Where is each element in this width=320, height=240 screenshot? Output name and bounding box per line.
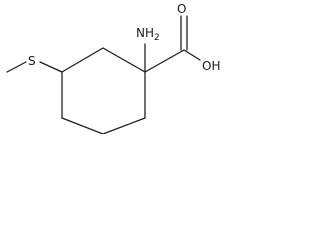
carbonyl-oxygen-label: O bbox=[177, 2, 186, 16]
bond-c5-c4 bbox=[61, 117, 104, 134]
bond-c3-c2 bbox=[61, 47, 104, 73]
bond-c1-ccooh bbox=[144, 49, 185, 73]
amino-label: NH2 bbox=[136, 26, 160, 43]
molecule-structure: S NH2 O OH bbox=[6, 2, 220, 134]
hydroxyl-label: OH bbox=[202, 59, 220, 73]
bond-s-c3 bbox=[39, 61, 63, 73]
bond-methyl-s bbox=[6, 61, 27, 73]
bond-c6-c5 bbox=[102, 117, 146, 134]
bonds bbox=[6, 15, 201, 134]
bond-c-oh bbox=[183, 49, 201, 61]
bond-c2-c1 bbox=[102, 47, 146, 73]
sulfur-label: S bbox=[28, 54, 36, 68]
